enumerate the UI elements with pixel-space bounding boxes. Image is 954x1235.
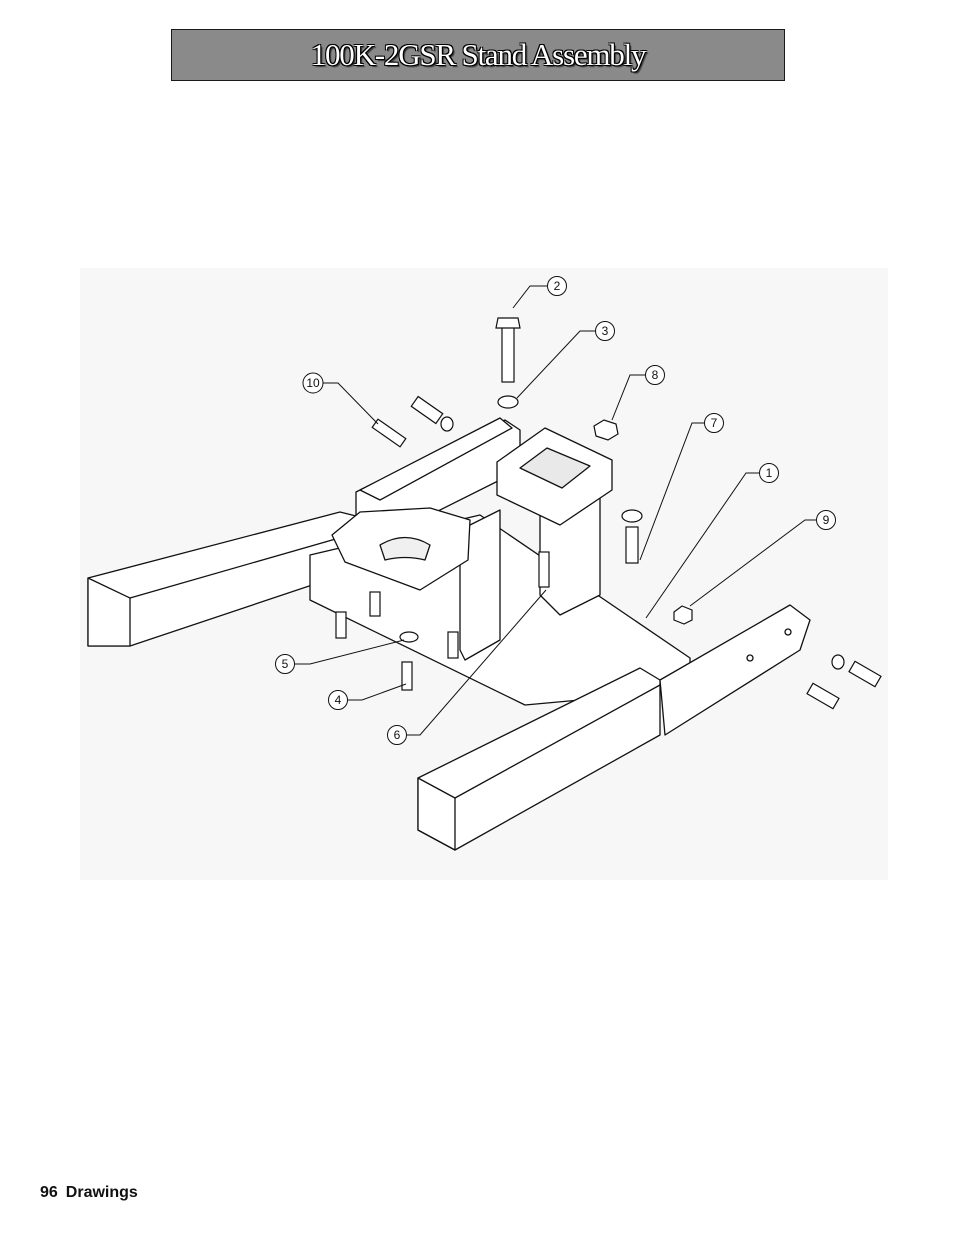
page-footer: 96 Drawings: [40, 1184, 146, 1202]
callout-8: 8: [646, 366, 665, 385]
svg-text:3: 3: [602, 324, 609, 338]
svg-text:4: 4: [335, 693, 342, 707]
nut-9: [674, 606, 692, 624]
svg-text:5: 5: [282, 657, 289, 671]
callout-6: 6: [388, 726, 407, 745]
svg-text:9: 9: [823, 513, 830, 527]
page-number: 96: [40, 1184, 58, 1201]
callout-5: 5: [276, 655, 295, 674]
bolt-6: [539, 552, 549, 587]
svg-text:10: 10: [306, 376, 320, 390]
svg-text:2: 2: [554, 279, 561, 293]
callout-4: 4: [329, 691, 348, 710]
bolt-2: [502, 320, 514, 382]
title-banner: 100K-2GSR Stand Assembly: [171, 29, 785, 81]
assembly-drawing: 2 3 8 7 1 9 10 5 4 6: [80, 268, 888, 880]
callout-3: 3: [596, 322, 615, 341]
bolt-7: [626, 527, 638, 563]
callout-9: 9: [817, 511, 836, 530]
callout-2: 2: [548, 277, 567, 296]
bolt-4: [402, 662, 412, 690]
callout-7: 7: [705, 414, 724, 433]
svg-text:1: 1: [766, 466, 773, 480]
nut-8: [594, 420, 618, 440]
washer-3: [498, 396, 518, 408]
section-name: Drawings: [66, 1184, 138, 1201]
svg-text:7: 7: [711, 416, 718, 430]
svg-text:8: 8: [652, 368, 659, 382]
exploded-view-svg: 2 3 8 7 1 9 10 5 4 6: [80, 268, 888, 880]
callout-10: 10: [303, 373, 323, 393]
right-side-plate: [660, 605, 810, 735]
svg-text:6: 6: [394, 728, 401, 742]
callout-1: 1: [760, 464, 779, 483]
page-title: 100K-2GSR Stand Assembly: [311, 37, 646, 73]
